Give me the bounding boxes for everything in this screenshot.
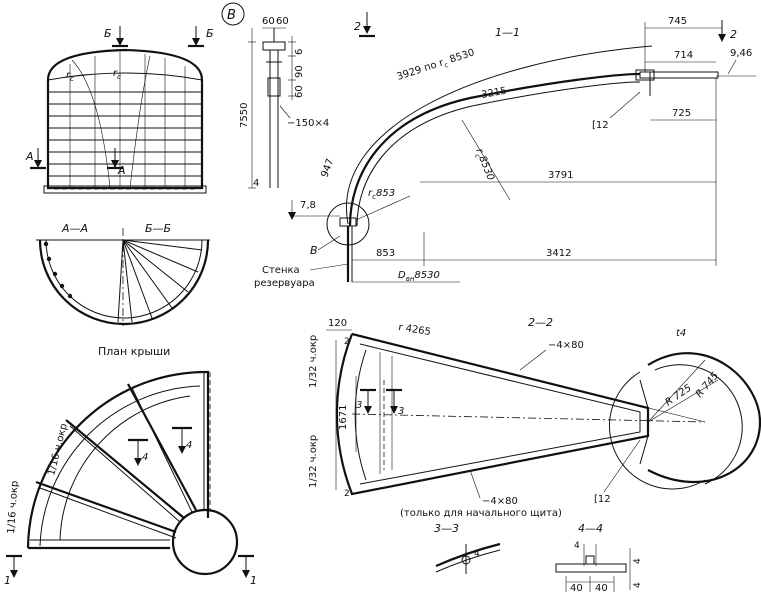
rc-right-label: rc	[113, 68, 121, 81]
plan-label-aa: А—А	[61, 222, 88, 235]
channel-12-label: [12	[592, 120, 609, 131]
tank-wall-label-2: резервуара	[254, 278, 315, 289]
rc-left-label: rc	[66, 70, 74, 83]
detail-v-dim-90: 90	[294, 65, 305, 78]
plan-label-bb: Б—Б	[145, 222, 171, 235]
diameter-label: Dвн8530	[398, 270, 440, 283]
marker-1-right: 1	[250, 574, 257, 587]
marker-1-left: 1	[4, 574, 11, 587]
section-1-1: 2 2 1—1 745 714 9,46 3929 по rc 8530 321…	[254, 12, 756, 289]
section-3-3-title: 3—3	[434, 522, 459, 535]
radius-big-label: rc8530	[471, 147, 496, 183]
dim-1-32-bottom: 1/32 ч.окр	[308, 435, 319, 488]
dim-1-16-upper: 1/16 ч.окр	[46, 422, 70, 476]
dim-725: 725	[672, 108, 691, 119]
roof-half-plan: А—А Б—Б План крыши	[36, 222, 210, 358]
section-3-3-dim-4: 4	[474, 549, 480, 559]
marker-3a: 3	[356, 400, 362, 411]
detail-v-dim-60a: 60	[262, 16, 275, 27]
section-4-4: 4—4 4 4 4 40 40	[555, 522, 643, 594]
dim-3215: 3215	[481, 86, 508, 101]
strip-top-label: −4×80	[548, 340, 584, 351]
arc-length-label: 3929 по rc 8530	[396, 47, 477, 84]
detail-v-marker: В	[221, 2, 245, 26]
tank-elevation: rc rc Б Б А А	[25, 26, 214, 194]
section-v-marker: В	[310, 244, 318, 257]
dim-745: 745	[668, 16, 687, 27]
dim-1671: 1671	[338, 405, 349, 430]
marker-2-right: 2	[730, 28, 737, 41]
section-4-4-title: 4—4	[578, 522, 603, 535]
detail-v-dim-6: 6	[294, 49, 305, 55]
radius-4265: r 4265	[398, 322, 432, 338]
initial-panel-note: (только для начального щита)	[400, 508, 562, 519]
marker-4b: 4	[186, 440, 192, 451]
section-4-4-dim-4b: 4	[633, 558, 643, 564]
dim-1-16-lower: 1/16 ч.окр	[6, 480, 21, 534]
dim-2b: 2	[344, 489, 350, 499]
section-1-1-title: 1—1	[495, 26, 520, 39]
detail-v-dim-60c: 60	[294, 85, 305, 98]
section-a-label-left: А	[25, 150, 34, 163]
detail-v-plate-label: −150×4	[287, 118, 329, 129]
dim-78: 7,8	[300, 200, 316, 211]
detail-v: 60 60 6 90 60 −150×4 7550 4	[239, 16, 329, 189]
radius-725: R 725	[663, 383, 693, 409]
marker-4a: 4	[142, 452, 148, 463]
section-a-label-right: А	[117, 164, 126, 177]
roof-plan-quarter: 4 4 1/16 ч.окр 1/16 ч.окр 1 1	[4, 370, 257, 587]
dim-853: 853	[376, 248, 395, 259]
detail-v-dim-4: 4	[253, 178, 259, 189]
section-4-4-dim-4c: 4	[633, 582, 643, 588]
section-3-3: 3—3 4	[434, 522, 501, 574]
section-2-2: 2—2 120 r 4265 3 3 t4 R 745 R 725	[308, 316, 761, 519]
dim-1-32-top: 1/32 ч.окр	[308, 335, 319, 388]
channel-12-lower: [12	[594, 494, 611, 505]
section-4-4-dim-40b: 40	[595, 583, 608, 594]
dim-946: 9,46	[730, 48, 752, 59]
detail-marker-label: В	[227, 8, 236, 23]
dim-714: 714	[674, 50, 693, 61]
section-b-label-left: Б	[104, 27, 112, 40]
dim-120: 120	[328, 318, 347, 329]
section-b-label-right: Б	[206, 27, 214, 40]
marker-3b: 3	[398, 406, 404, 417]
dim-3791: 3791	[548, 170, 573, 181]
strip-bottom-label: −4×80	[482, 496, 518, 507]
dim-3412: 3412	[546, 248, 571, 259]
radius-745: R 745	[694, 370, 721, 399]
section-4-4-dim-4a: 4	[574, 541, 580, 551]
section-4-4-dim-40a: 40	[570, 583, 583, 594]
section-2-2-title: 2—2	[528, 316, 553, 329]
dim-947: 947	[319, 157, 336, 179]
marker-2-left: 2	[354, 20, 361, 33]
detail-v-height: 7550	[239, 103, 250, 128]
label-t4: t4	[676, 328, 686, 339]
detail-v-dim-60b: 60	[276, 16, 289, 27]
dim-2a: 2	[344, 337, 350, 347]
roof-plan-caption: План крыши	[98, 345, 170, 358]
tank-wall-label-1: Стенка	[262, 265, 300, 276]
radius-small-label: rc853	[368, 188, 395, 201]
